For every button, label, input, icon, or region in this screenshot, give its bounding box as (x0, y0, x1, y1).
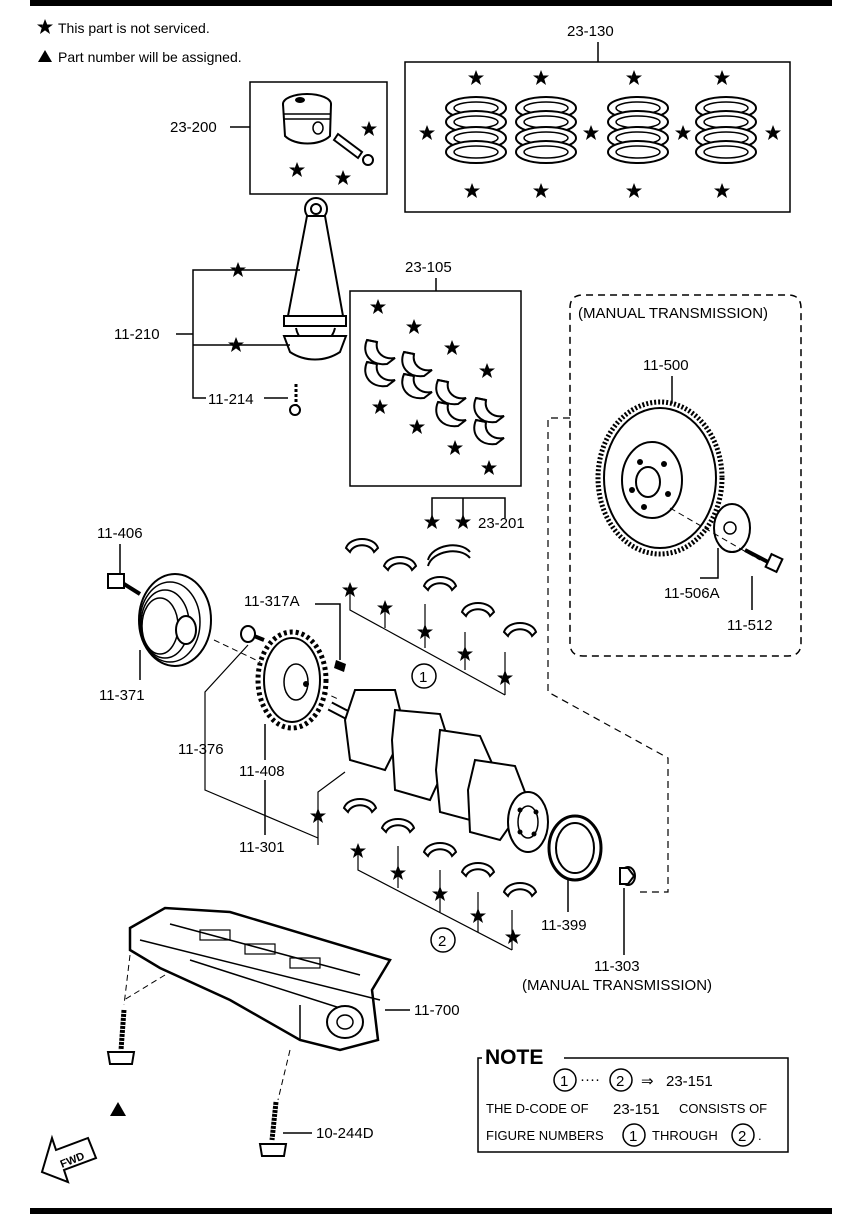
frame-bolt-left-icon (106, 1009, 136, 1065)
label-23-130: 23-130 (567, 23, 614, 40)
piston-rings-group: 23-130 (404, 23, 791, 213)
upper-main-bearings: 1 (342, 538, 537, 696)
flywheel-icon (595, 399, 725, 557)
label-11-214: 11-214 (208, 391, 254, 408)
note-line3-callout-1: 1 (629, 1128, 637, 1145)
top-border (30, 0, 832, 6)
thrust-bearing-group: 23-201 (424, 497, 525, 567)
label-11-506A: 11-506A (664, 585, 720, 602)
label-manual-transmission: (MANUAL TRANSMISSION) (578, 305, 768, 322)
label-11-317A: 11-317A (244, 593, 300, 610)
flywheel-bolt-icon (744, 548, 784, 574)
note-line2-code: 23-151 (613, 1101, 660, 1118)
oil-pump-frame-icon (128, 906, 392, 1052)
flywheel-plate-icon (713, 503, 751, 553)
legend: This part is not serviced. Part number w… (37, 19, 242, 65)
label-11-303: 11-303 (594, 958, 640, 975)
sprocket-group: 11-317A 11-376 11-408 (178, 593, 346, 839)
star-icon (37, 19, 53, 34)
ring-set-3 (607, 96, 669, 164)
label-11-301: 11-301 (239, 839, 285, 856)
connecting-rod-icon (282, 197, 348, 416)
crankshaft-icon (327, 689, 549, 853)
bottom-border (30, 1208, 832, 1214)
label-11-500: 11-500 (643, 357, 689, 374)
callout-2-lower: 2 (438, 933, 446, 950)
note-box: NOTE 1 ···· 2 ⇒ 23-151 THE D-CODE OF 23-… (477, 1046, 789, 1153)
rear-seal-icon (547, 814, 603, 882)
callout-1-upper: 1 (419, 669, 427, 686)
label-10-244D: 10-244D (316, 1125, 374, 1142)
piston-pin-icon (332, 132, 374, 166)
frame-bolt-right-icon (258, 1101, 288, 1157)
note-arrow: ⇒ (641, 1073, 654, 1090)
ring-set-2 (515, 96, 577, 164)
trigger-plate-icon (255, 629, 329, 731)
bearings-group: 23-105 (349, 259, 522, 487)
note-line3-mid: THROUGH (652, 1128, 718, 1143)
label-11-408: 11-408 (239, 763, 285, 780)
pulley-group: 11-406 11-371 (97, 525, 341, 704)
label-11-210: 11-210 (114, 326, 160, 343)
note-line2-prefix: THE D-CODE OF (486, 1101, 589, 1116)
pulley-bolt-icon (107, 573, 142, 596)
note-line3-prefix: FIGURE NUMBERS (486, 1128, 604, 1143)
sprocket-bolt-icon (240, 625, 265, 643)
rear-seal-group: 11-399 11-303 (MANUAL TRANSMISSION) (522, 814, 712, 994)
note-callout-1: 1 (560, 1073, 568, 1090)
label-11-376: 11-376 (178, 741, 224, 758)
legend-star-text: This part is not serviced. (58, 20, 210, 36)
note-callout-2: 2 (616, 1073, 624, 1090)
note-line3-callout-2: 2 (738, 1128, 746, 1145)
label-23-105: 23-105 (405, 259, 452, 276)
crank-pulley-icon (138, 573, 212, 667)
piston-group: 23-200 (170, 81, 388, 195)
label-23-200: 23-200 (170, 119, 217, 136)
label-11-303-note: (MANUAL TRANSMISSION) (522, 977, 712, 994)
piston-icon (282, 93, 332, 145)
pilot-bearing-icon (619, 866, 636, 886)
crankshaft-group: 11-301 (239, 689, 549, 856)
label-11-371: 11-371 (99, 687, 145, 704)
ring-set-1 (445, 96, 507, 164)
legend-triangle-text: Part number will be assigned. (58, 49, 242, 65)
label-11-406: 11-406 (97, 525, 143, 542)
manual-transmission-group: (MANUAL TRANSMISSION) 11-500 11-506A 11-… (569, 294, 802, 657)
triangle-icon (38, 50, 52, 62)
label-11-399: 11-399 (541, 917, 587, 934)
note-line2-suffix: CONSISTS OF (679, 1101, 767, 1116)
note-line3-end: . (758, 1128, 762, 1143)
note-heading: NOTE (485, 1046, 543, 1069)
note-target: 23-151 (666, 1073, 713, 1090)
note-range-dots: ···· (580, 1071, 600, 1088)
label-23-201: 23-201 (478, 515, 525, 532)
oil-pump-frame-group: 11-700 10-244D (106, 906, 460, 1157)
triangle-icon (110, 1102, 126, 1116)
ring-set-4 (695, 96, 757, 164)
connecting-rod-group: 11-210 11-214 (114, 197, 348, 416)
label-11-700: 11-700 (414, 1002, 460, 1019)
lower-main-bearings: 2 (343, 798, 537, 953)
label-11-512: 11-512 (727, 617, 773, 634)
fwd-arrow-icon: FWD (40, 1134, 98, 1184)
